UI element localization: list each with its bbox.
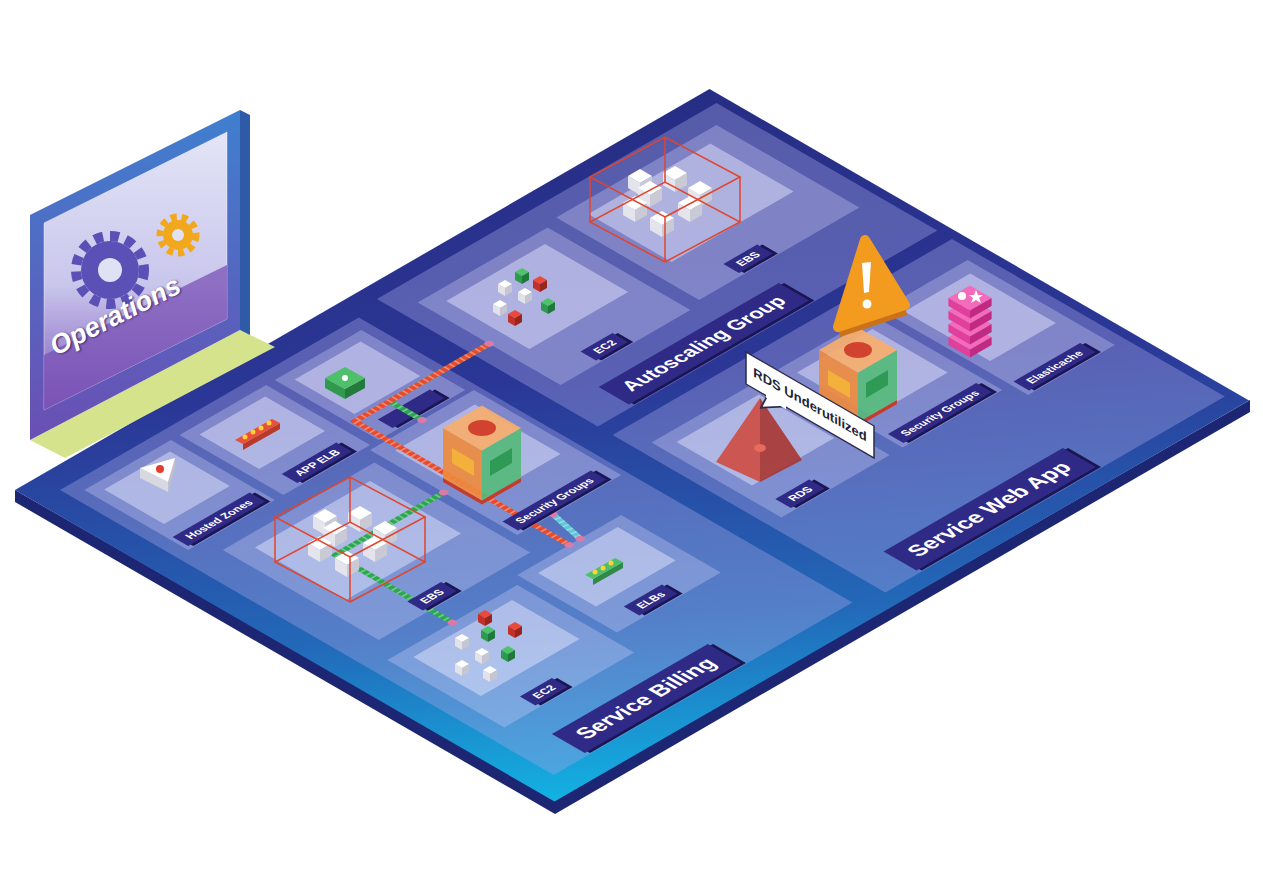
resource-label: EBS [723,245,772,273]
operations-panel: Operations [28,105,278,465]
wire-stripes [390,344,522,420]
tile-inner [396,405,560,500]
ebs-icon [590,137,740,262]
connector-wire [348,340,710,549]
wire-line [335,493,560,623]
resource-label: EBS [407,582,456,610]
resource-label: EC2 [520,678,568,706]
tile-inner [588,144,793,262]
security-group-cube [443,406,521,505]
elb-icon [585,558,623,585]
resource-label: ELBs [624,584,678,615]
tile-inner [446,244,628,349]
connector-wire [328,489,567,627]
wire-line [355,344,704,545]
resource-label: RDS [775,479,825,508]
tile-inner [255,481,461,600]
connector-wire [539,510,595,542]
ec2-icon [455,610,522,682]
resource-label: Elasticache [1013,343,1095,390]
ebs-icon [275,477,425,602]
rds-pyramid [716,398,802,482]
resource-label: EC2 [580,333,628,361]
resource-label: Security Groups [503,471,607,531]
wire-stripes [355,344,704,545]
wire-line [390,344,522,420]
wire-stripes [335,493,560,623]
ec2-icon [493,268,555,326]
app-elb-icon [235,419,280,450]
wire-end [415,416,429,424]
hosted-zone-icon [140,458,175,492]
wire-end [445,619,459,627]
wire-end [482,340,496,348]
wire-end [573,535,587,543]
connector-wire [383,340,529,424]
wire-end [437,489,451,497]
elasticache-icon [948,286,991,358]
wire-end [562,541,576,549]
wire-end [546,510,560,518]
warning-sign [838,240,907,337]
wire-line [546,514,588,538]
wire-end [482,340,496,348]
wire-stripes [546,514,588,538]
green-box-icon [325,367,365,399]
